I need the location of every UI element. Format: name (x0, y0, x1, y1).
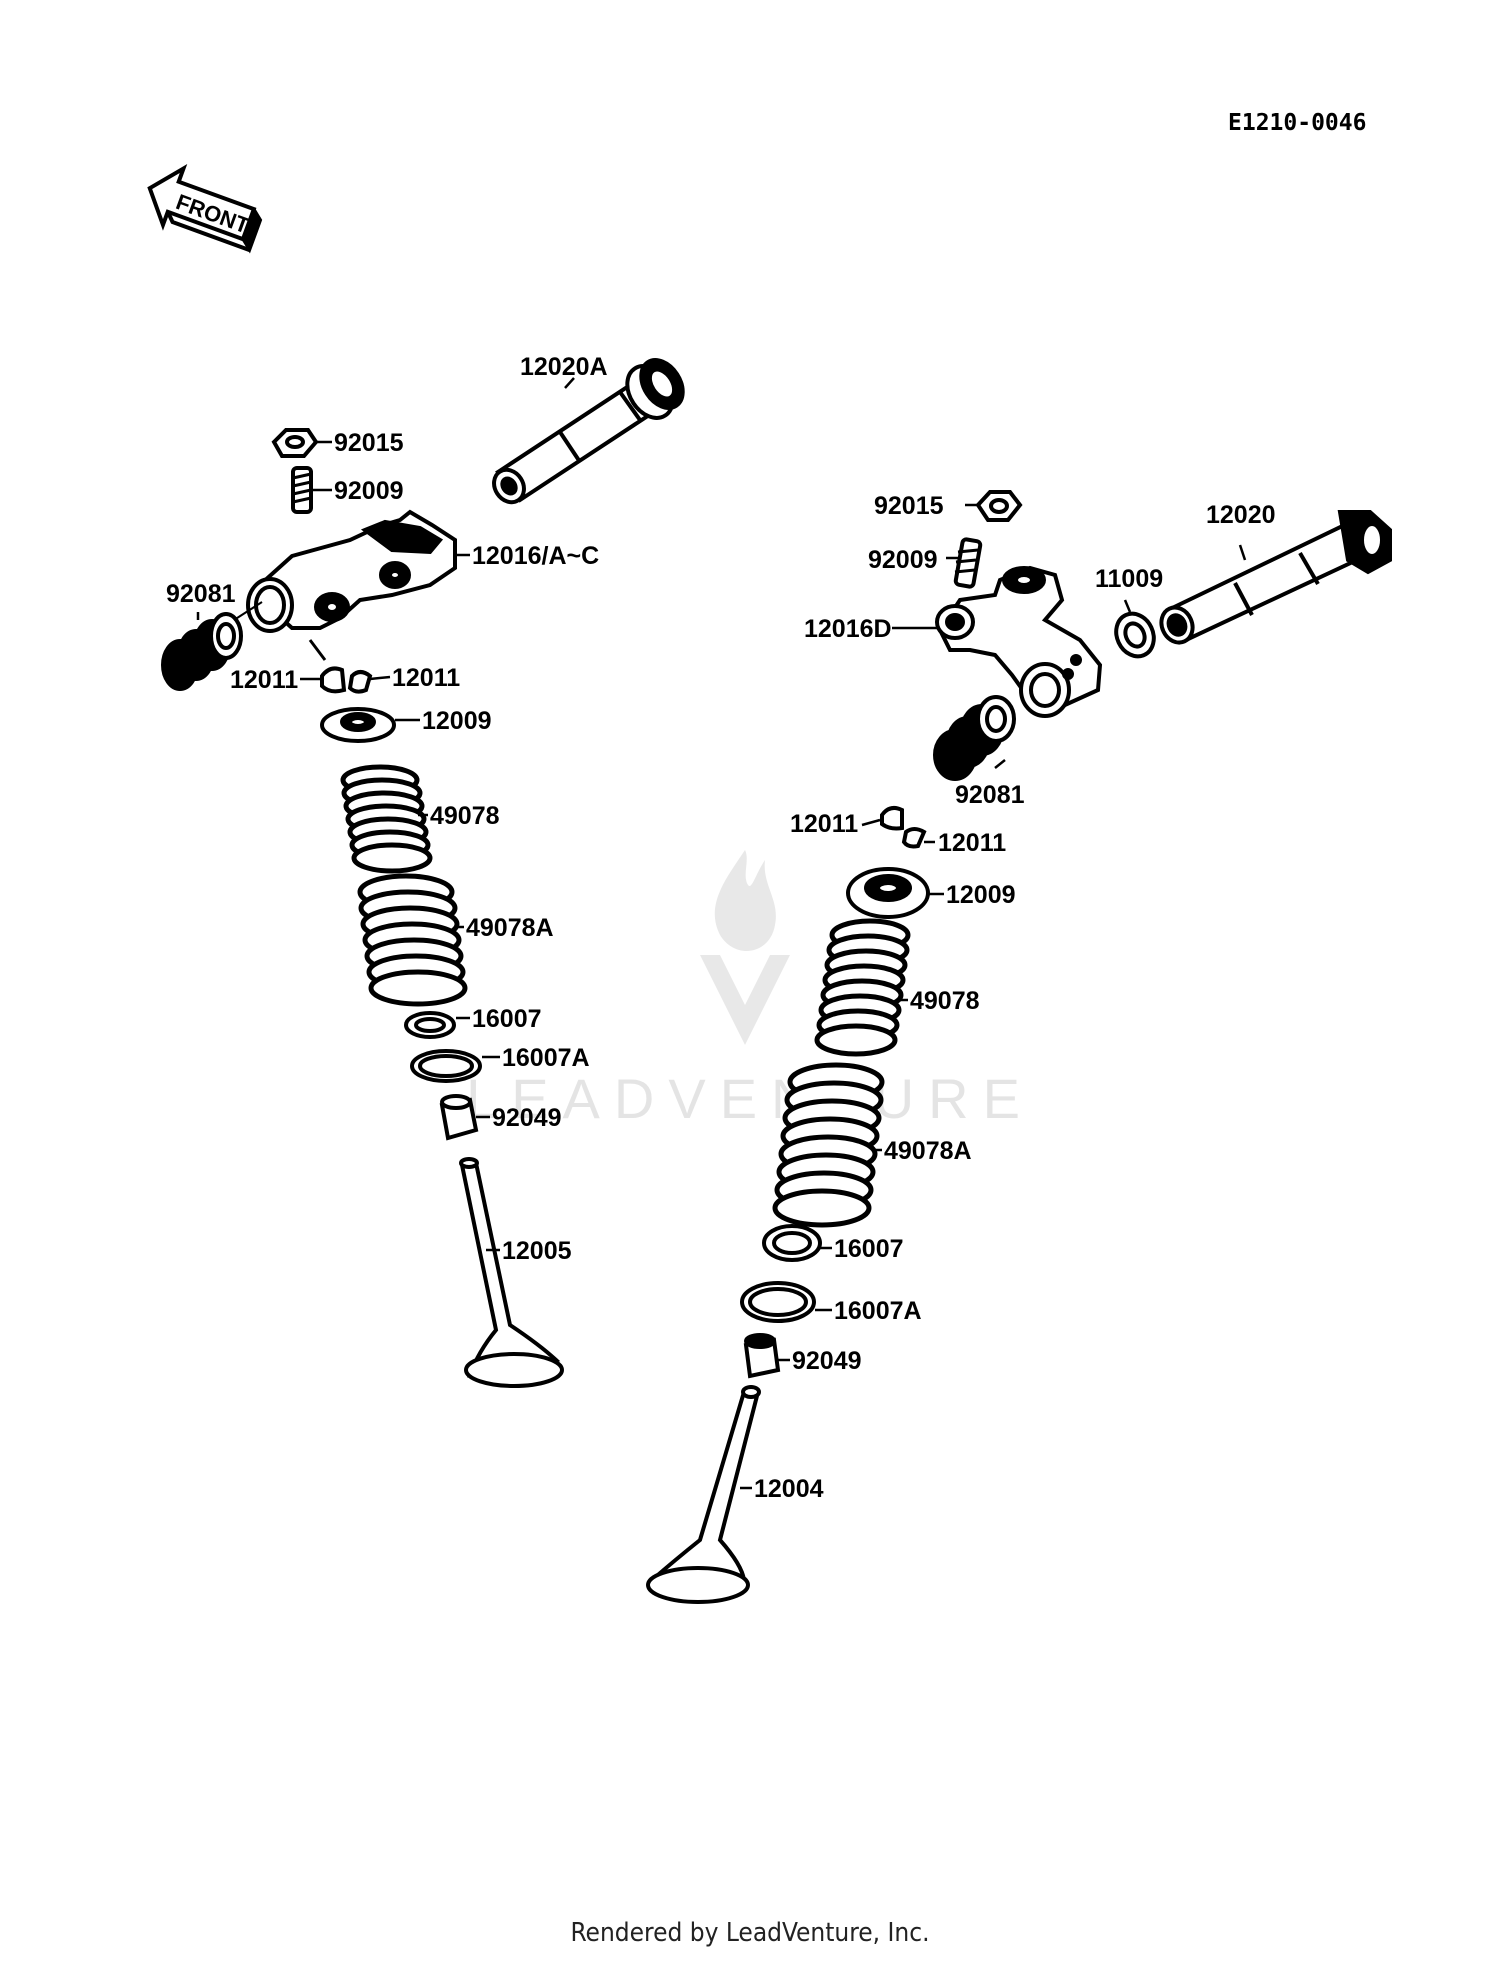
right-rocker-spring (933, 695, 1016, 781)
label-left-nut: 92015 (334, 429, 404, 457)
left-inner-spring (340, 764, 433, 874)
watermark-flame-icon (714, 850, 776, 952)
label-left-spring: 92081 (166, 580, 236, 608)
left-retainer (320, 707, 396, 743)
label-left-rocker-shaft: 12020A (520, 353, 608, 381)
label-right-spring: 92081 (955, 781, 1025, 809)
label-left-inner-spring: 49078 (430, 802, 500, 830)
label-right-adjust-screw: 92009 (868, 546, 938, 574)
right-inner-spring (814, 918, 911, 1057)
watermark-text: LEADVENTURE (466, 1067, 1034, 1130)
label-right-seat-a: 16007A (834, 1297, 922, 1325)
left-labels: 12020A 92015 92009 12016/A~C 92081 12011… (166, 353, 608, 1265)
watermark-v-icon (700, 955, 790, 1045)
right-seat (762, 1224, 822, 1262)
label-left-cotter-a: 12011 (230, 666, 298, 694)
right-rocker-shaft (1159, 510, 1392, 645)
label-left-seat-a: 16007A (502, 1044, 590, 1072)
right-nut (975, 490, 1023, 522)
left-stem-seal (439, 1094, 479, 1141)
right-rocker-arm (935, 565, 1103, 718)
left-outer-spring (357, 873, 468, 1007)
label-right-valve: 12004 (754, 1475, 824, 1503)
label-right-seat: 16007 (834, 1235, 904, 1263)
right-outer-spring (772, 1062, 885, 1228)
right-assembly (646, 490, 1392, 1604)
label-right-nut: 92015 (874, 492, 944, 520)
left-seat-a (410, 1049, 482, 1083)
label-left-adjust-screw: 92009 (334, 477, 404, 505)
label-left-cotter-b: 12011 (392, 664, 460, 692)
label-right-cotter-a: 12011 (790, 810, 858, 838)
left-valve (459, 1157, 564, 1388)
label-right-rocker-shaft: 12020 (1206, 501, 1276, 529)
front-arrow-icon: FRONT (147, 164, 263, 254)
label-right-washer: 11009 (1095, 565, 1163, 593)
left-rocker-arm (246, 509, 457, 661)
right-cotters (880, 805, 927, 849)
right-retainer (846, 867, 930, 919)
label-left-stem-seal: 92049 (492, 1104, 562, 1132)
left-assembly (161, 358, 685, 1388)
right-adjust-screw (953, 537, 983, 589)
label-right-stem-seal: 92049 (792, 1347, 862, 1375)
label-right-retainer: 12009 (946, 881, 1016, 909)
watermark: LEADVENTURE (466, 850, 1034, 1130)
footer-credit: Rendered by LeadVenture, Inc. (570, 1918, 930, 1948)
label-right-inner-spring: 49078 (910, 987, 980, 1015)
right-labels: 92015 92009 12020 11009 12016D 92081 120… (754, 492, 1276, 1503)
label-left-outer-spring: 49078A (466, 914, 554, 942)
left-leaders (196, 377, 575, 1252)
left-seat (404, 1011, 456, 1039)
diagram-code: E1210-0046 (1228, 110, 1366, 136)
right-stem-seal (743, 1333, 781, 1379)
label-right-outer-spring: 49078A (884, 1137, 972, 1165)
right-leaders (740, 503, 1247, 1490)
right-seat-a (740, 1281, 816, 1323)
label-left-retainer: 12009 (422, 707, 492, 735)
left-cotters (320, 666, 373, 694)
label-left-seat: 16007 (472, 1005, 542, 1033)
left-rocker-shaft (492, 358, 685, 505)
left-rocker-spring (161, 601, 263, 691)
label-left-valve: 12005 (502, 1237, 572, 1265)
right-valve (646, 1385, 761, 1604)
label-left-rocker-arm: 12016/A~C (472, 542, 599, 570)
label-right-cotter-b: 12011 (938, 829, 1006, 857)
right-washer (1114, 611, 1156, 659)
left-nut (271, 428, 319, 458)
label-right-rocker-arm: 12016D (804, 615, 892, 643)
left-adjust-screw (291, 466, 313, 514)
